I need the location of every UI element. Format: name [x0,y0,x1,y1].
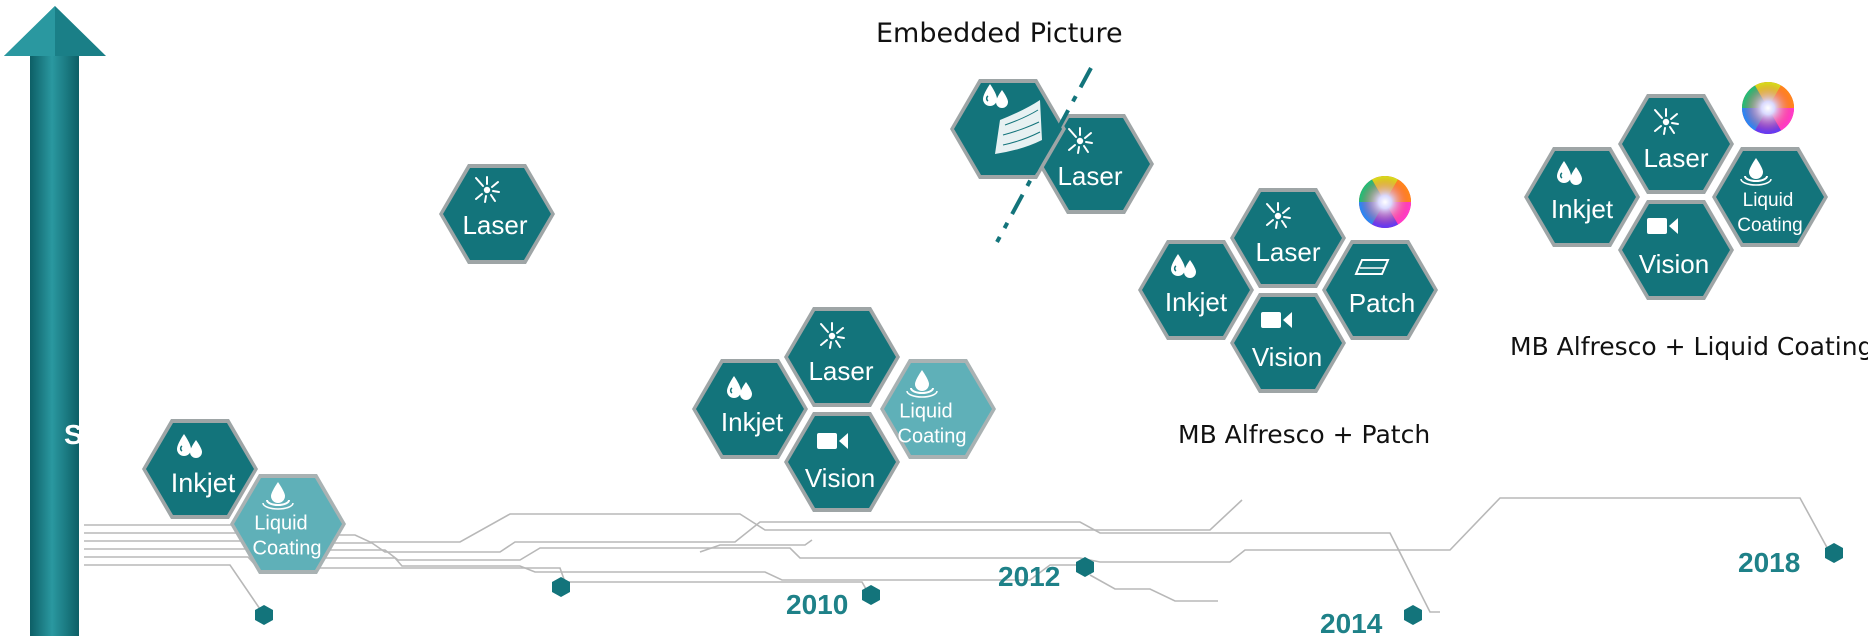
vertical-axis-arrow: S [4,6,106,636]
cluster-patch: Laser Inkjet Patch Vision [1138,176,1438,393]
hex-laser-patch-label: Laser [1255,237,1320,267]
year-2018: 2018 [1738,547,1800,578]
hex-patch-label: Patch [1349,288,1416,318]
hex-laser-label: Laser [462,210,527,240]
hex-liquid-line1: Liquid [254,512,307,534]
hex-laser-2010-label: Laser [808,356,873,386]
cluster-2010: Laser Inkjet Liquid Coating Vision [692,307,996,512]
axis-label-partial: S [64,419,83,450]
year-2012: 2012 [998,561,1060,592]
cluster-embedded: Laser [950,67,1154,243]
hex-liquid-coating: Liquid Coating [230,474,346,574]
hex-patch: Patch [1322,240,1438,340]
hex-laser-embedded: Laser [1038,114,1154,214]
hex-inkjet-patch-label: Inkjet [1165,287,1228,317]
dash-dot-cut-line [995,67,1093,243]
caption-embedded-picture: Embedded Picture [876,18,1123,49]
color-wheel-icon [1359,176,1411,228]
hex-inkjet-2010-label: Inkjet [721,407,784,437]
hex-vision-patch: Vision [1230,293,1346,393]
hex-liquid-2010: Liquid Coating [880,359,996,459]
cluster-inkjet-liquid: Inkjet Liquid Coating [142,419,346,574]
embedded-picture-icon [995,100,1042,154]
cluster-liquid: Laser Inkjet Liquid Coating Vision [1524,82,1828,300]
caption-mb-alfresco-patch: MB Alfresco + Patch [1178,420,1431,449]
hex-laser-patch: Laser [1230,188,1346,288]
hex-liquid-2010-line2: Coating [898,425,967,447]
hex-inkjet-liquid: Inkjet [1524,147,1640,247]
hex-laser-embedded-label: Laser [1057,161,1122,191]
caption-mb-alfresco-liquid: MB Alfresco + Liquid Coating [1510,332,1868,361]
hex-liquid-liquid-line1: Liquid [1743,190,1794,211]
color-wheel-icon [1742,82,1794,134]
hex-vision-2010-label: Vision [805,463,875,493]
hex-inkjet: Inkjet [142,419,258,519]
hex-vision-liquid: Vision [1618,200,1734,300]
hex-embedded-picture [950,79,1066,179]
hex-inkjet-liquid-label: Inkjet [1551,194,1614,224]
hex-laser-liquid: Laser [1618,94,1734,194]
cluster-laser: Laser [439,164,555,264]
hex-liquid-liquid-line2: Coating [1737,215,1803,236]
hex-liquid-liquid: Liquid Coating [1712,147,1828,247]
year-2014: 2014 [1320,608,1383,636]
hex-liquid-line2: Coating [253,537,322,559]
hex-inkjet-label: Inkjet [171,468,236,498]
hex-liquid-2010-line1: Liquid [899,400,952,422]
hex-vision-liquid-label: Vision [1639,249,1709,279]
year-2010: 2010 [786,589,848,620]
hex-vision-2010: Vision [784,412,900,512]
hex-inkjet-2010: Inkjet [692,359,808,459]
circuit-lines [84,497,1831,613]
hex-laser-liquid-label: Laser [1643,143,1708,173]
hex-vision-patch-label: Vision [1252,342,1322,372]
hex-laser-2010: Laser [784,307,900,407]
hex-inkjet-patch: Inkjet [1138,240,1254,340]
